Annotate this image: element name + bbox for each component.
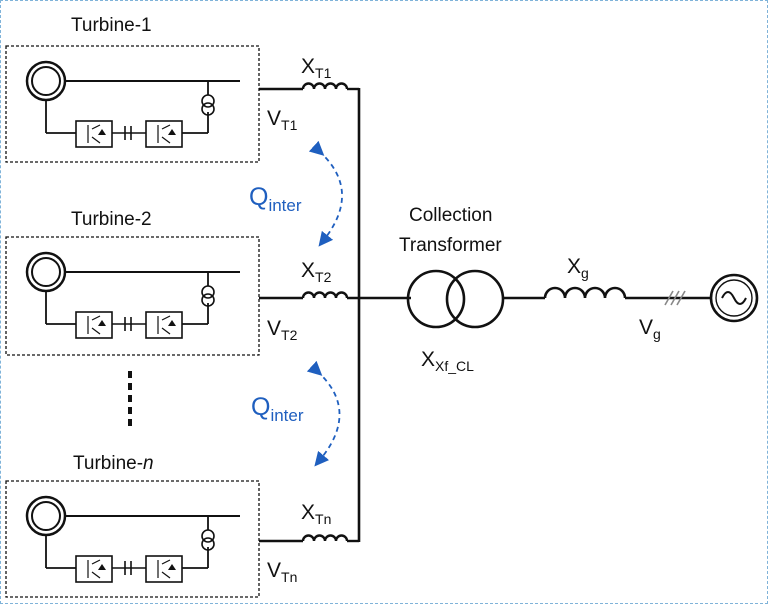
transformer-title-line2: Transformer [399,235,502,256]
voltage-t2-label: VT2 [267,317,298,343]
inductor-t1 [301,82,349,91]
transformer-secondary-coil [445,269,505,329]
turbine-1: Turbine-1 XT1 VT1 [5,15,359,163]
three-phase-marks [664,290,686,306]
turbine-1-title: Turbine-1 [71,15,152,36]
q-inter-upper-arrow [308,140,343,247]
turbine-2-title: Turbine-2 [71,209,152,230]
turbine-2-circuit [25,251,242,340]
q-inter-lower-label: Qinter [251,393,304,425]
transformer-primary-coil [406,269,466,329]
turbine-n: Turbine-n XTn VTn [5,453,359,598]
turbine-1-box [5,45,260,163]
inductor-t2 [301,291,349,300]
turbine-2: Turbine-2 XT2 VT2 [5,209,411,356]
reactance-t2-label: XT2 [301,259,332,285]
inductor-grid [543,286,627,299]
more-turbines-dots [128,371,132,426]
grid-voltage-label: Vg [639,316,661,342]
turbine-n-title: Turbine-n [73,453,154,474]
q-inter-upper-label: Qinter [249,183,302,215]
turbine-n-circuit [25,495,242,584]
reactance-tn-label: XTn [301,501,331,527]
turbine-1-circuit [25,60,242,149]
inductor-tn [301,534,349,543]
transformer-title-line1: Collection [409,205,492,226]
q-inter-upper: Qinter [249,140,343,247]
grid-reactance-label: Xg [567,255,589,281]
turbine-2-box [5,236,260,356]
q-inter-lower-arrow [306,360,341,467]
voltage-tn-label: VTn [267,559,297,585]
turbine-n-box [5,480,260,598]
reactance-t1-label: XT1 [301,55,332,81]
collection-transformer: Collection Transformer XXf_CL [399,205,505,374]
q-inter-lower: Qinter [251,360,341,467]
transformer-reactance-label: XXf_CL [421,348,474,374]
ac-source-icon [709,273,759,323]
voltage-t1-label: VT1 [267,107,298,133]
